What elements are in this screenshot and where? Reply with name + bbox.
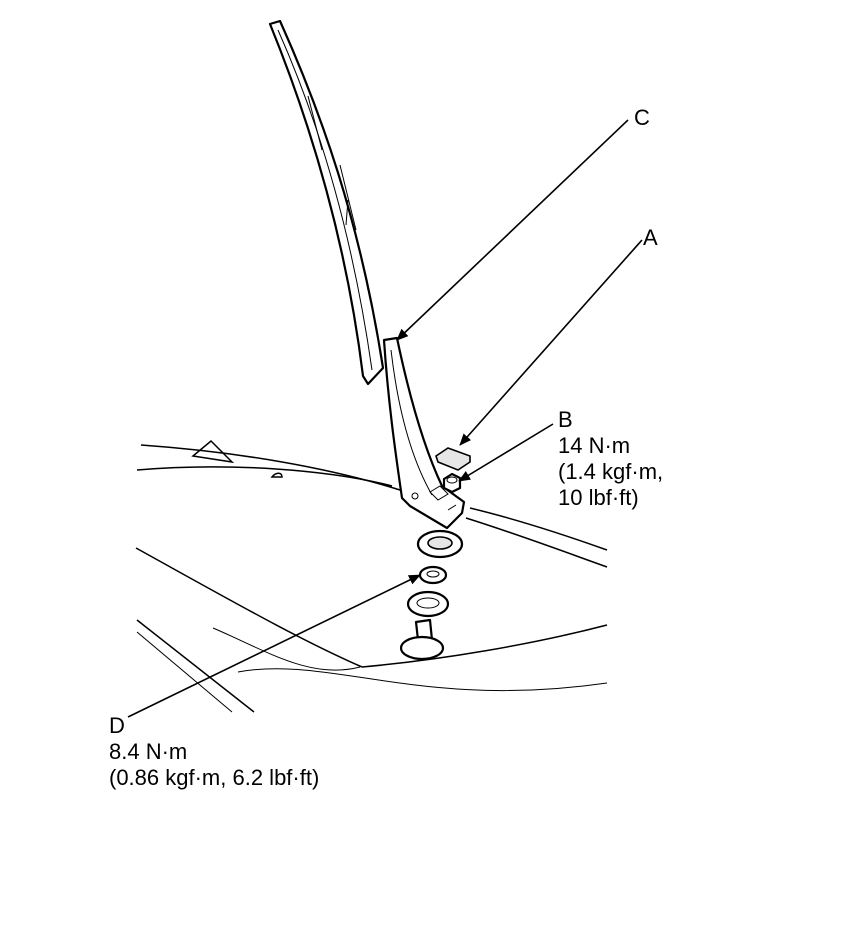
- wiper-blade: [268, 19, 385, 386]
- cap-part-a: [435, 447, 471, 471]
- vehicle-body-outline: [135, 439, 608, 713]
- leader-lines: [127, 119, 643, 718]
- nut-part-b: [442, 472, 462, 494]
- callout-d-torque-kgf-lbf: (0.86 kgf·m, 6.2 lbf·ft): [109, 765, 320, 790]
- callout-d-label: D: [109, 713, 125, 738]
- wiper-arm: [382, 336, 466, 530]
- callout-d-torque-nm: 8.4 N·m: [109, 739, 188, 764]
- callout-b-torque-nm: 14 N·m: [558, 433, 631, 458]
- callout-b-label: B: [558, 407, 573, 432]
- leader-b: [458, 423, 554, 482]
- callout-a-label: A: [643, 225, 658, 250]
- pivot-washer-stack: [399, 529, 464, 661]
- callout-b-torque-lbf: 10 lbf·ft): [558, 485, 639, 510]
- leader-c: [396, 119, 629, 341]
- callout-b-torque-kgf: (1.4 kgf·m,: [558, 459, 664, 484]
- callout-c-label: C: [634, 105, 650, 130]
- leader-a: [459, 239, 643, 446]
- leader-d: [127, 574, 421, 718]
